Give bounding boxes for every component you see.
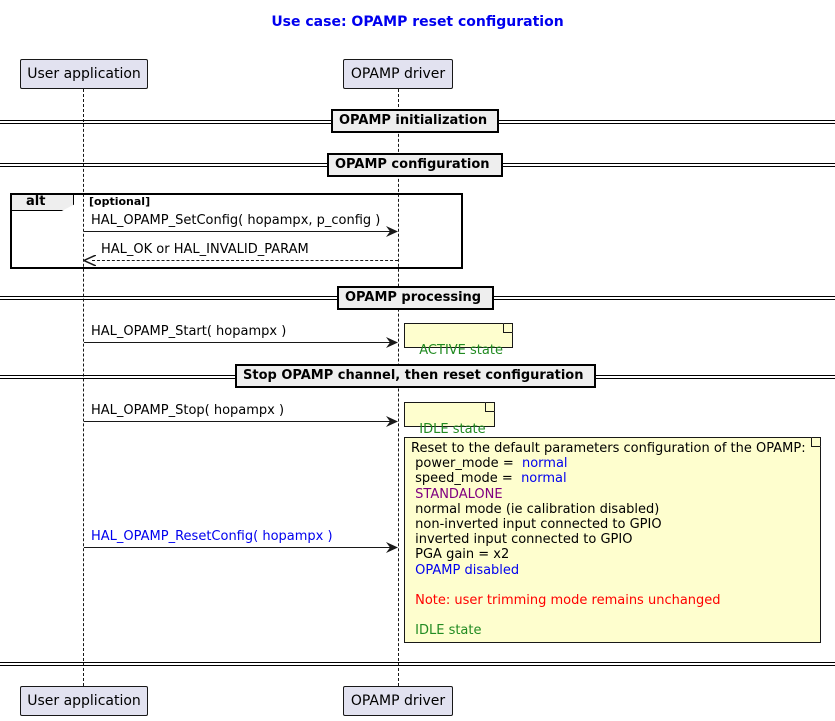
message-reset-config-label: HAL_OPAMP_ResetConfig( hopampx ) xyxy=(91,529,333,544)
message-set-config-label: HAL_OPAMP_SetConfig( hopampx, p_config ) xyxy=(91,213,381,228)
participant-label: OPAMP driver xyxy=(350,693,446,709)
message-reset-config-arrow xyxy=(84,547,390,548)
note-idle-state: IDLE state xyxy=(404,402,495,437)
arrowhead-right-icon xyxy=(386,337,398,348)
message-stop-arrow xyxy=(84,421,390,422)
note-fold xyxy=(485,402,495,412)
note-value: normal xyxy=(517,456,568,472)
alt-guard: [optional] xyxy=(89,195,151,208)
divider-opamp-configuration: OPAMP configuration xyxy=(327,153,503,177)
participant-user-application-top: User application xyxy=(20,59,148,89)
note-value: normal xyxy=(516,471,567,487)
divider-opamp-initialization: OPAMP initialization xyxy=(331,109,499,133)
note-fold xyxy=(811,437,821,447)
divider-opamp-processing: OPAMP processing xyxy=(337,286,494,310)
arrowhead-left-icon xyxy=(84,255,96,266)
note-line: normal mode (ie calibration disabled) xyxy=(411,501,660,517)
arrowhead-right-icon xyxy=(386,226,398,237)
note-state: IDLE state xyxy=(411,623,482,639)
arrowhead-right-icon xyxy=(386,542,398,553)
participant-opamp-driver-bottom: OPAMP driver xyxy=(343,686,453,716)
participant-label: User application xyxy=(27,66,141,82)
participant-opamp-driver-top: OPAMP driver xyxy=(343,59,453,89)
note-line: speed_mode = xyxy=(411,471,517,487)
message-start-arrow xyxy=(84,342,390,343)
note-warning: Note: user trimming mode remains unchang… xyxy=(411,593,721,609)
divider-stop-and-reset: Stop OPAMP channel, then reset configura… xyxy=(235,364,596,388)
participant-label: OPAMP driver xyxy=(350,66,446,82)
lifeline-user-application xyxy=(83,89,84,686)
note-line: non-inverted input connected to GPIO xyxy=(411,517,662,533)
note-fold xyxy=(503,323,513,333)
message-return-arrow xyxy=(92,260,398,261)
diagram-title: Use case: OPAMP reset configuration xyxy=(271,14,564,30)
note-line: power_mode = xyxy=(411,456,518,472)
note-text: ACTIVE state xyxy=(419,343,503,359)
note-line: inverted input connected to GPIO xyxy=(411,532,633,548)
note-text: IDLE state xyxy=(419,422,486,438)
message-stop-label: HAL_OPAMP_Stop( hopampx ) xyxy=(91,403,285,418)
alt-fragment xyxy=(10,193,463,269)
participant-user-application-bottom: User application xyxy=(20,686,148,716)
message-start-label: HAL_OPAMP_Start( hopampx ) xyxy=(91,324,287,339)
note-line: PGA gain = x2 xyxy=(411,547,510,563)
arrowhead-right-icon xyxy=(386,416,398,427)
participant-label: User application xyxy=(27,693,141,709)
message-return-label: HAL_OK or HAL_INVALID_PARAM xyxy=(101,242,309,257)
note-line: STANDALONE xyxy=(411,486,503,502)
message-set-config-arrow xyxy=(84,231,390,232)
note-line: Reset to the default parameters configur… xyxy=(411,441,806,456)
note-active-state: ACTIVE state xyxy=(404,323,513,358)
note-reset-defaults: Reset to the default parameters configur… xyxy=(404,437,821,643)
divider-line-end xyxy=(0,662,835,666)
alt-keyword: alt xyxy=(12,195,74,211)
note-line: OPAMP disabled xyxy=(411,562,520,578)
